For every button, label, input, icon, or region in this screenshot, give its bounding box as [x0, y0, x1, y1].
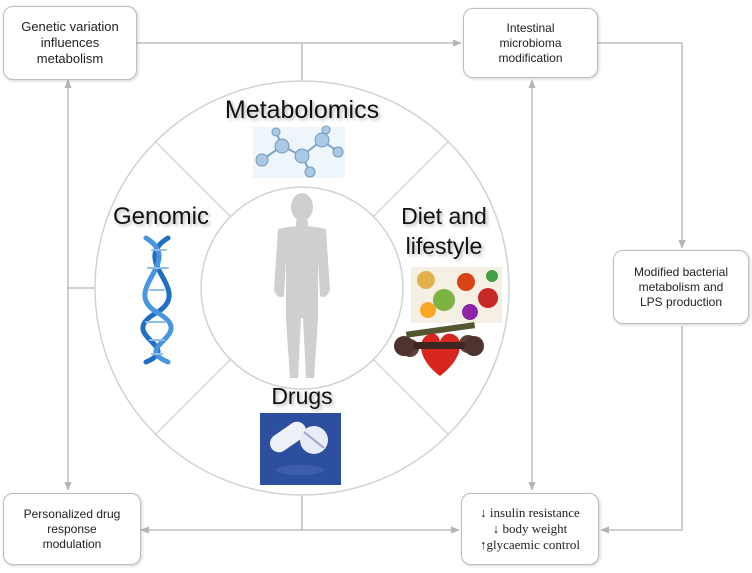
wheel-label-diet-line2: lifestyle: [405, 233, 483, 259]
pills-icon: [260, 413, 341, 485]
molecule-network-icon: [253, 125, 345, 178]
box-personalized-drug: Personalized drug response modulation: [3, 493, 141, 565]
wheel-label-diet-line1: Diet and: [401, 203, 487, 229]
box-genetic-variation-text: Genetic variation influences metabolism: [21, 18, 119, 67]
box-intestinal-microbioma-text: Intestinal microbioma modification: [498, 20, 563, 65]
box-personalized-drug-text: Personalized drug response modulation: [23, 506, 121, 551]
heart-dumbbell-icon: [394, 322, 484, 376]
divider-bottom-left: [155, 357, 233, 435]
arrow-intestinal-to-bacterial: [598, 42, 686, 249]
dna-helix-icon: [140, 235, 174, 365]
connector-lines: [64, 39, 686, 534]
food-plate-icon: [411, 267, 502, 323]
box-outcomes: ↓ insulin resistance ↓ body weight ↑glyc…: [461, 493, 599, 565]
wheel-label-metabolomics: Metabolomics: [224, 96, 380, 124]
box-outcomes-text: ↓ insulin resistance ↓ body weight ↑glyc…: [480, 504, 580, 553]
divider-bottom-right: [371, 357, 449, 435]
box-modified-bacterial: Modified bacterial metabolism and LPS pr…: [613, 250, 749, 324]
human-silhouette-icon: [274, 193, 330, 378]
divider-top-left: [155, 141, 233, 219]
wheel-label-genomic: Genomic: [112, 203, 210, 230]
arrow-bacterial-to-outcomes: [600, 326, 683, 534]
box-intestinal-microbioma: Intestinal microbioma modification: [463, 8, 598, 78]
divider-top-right: [371, 141, 449, 219]
ring-dividers: [155, 141, 449, 435]
box-modified-bacterial-text: Modified bacterial metabolism and LPS pr…: [633, 264, 729, 309]
wheel-label-drugs: Drugs: [271, 383, 333, 409]
box-genetic-variation: Genetic variation influences metabolism: [3, 6, 137, 80]
